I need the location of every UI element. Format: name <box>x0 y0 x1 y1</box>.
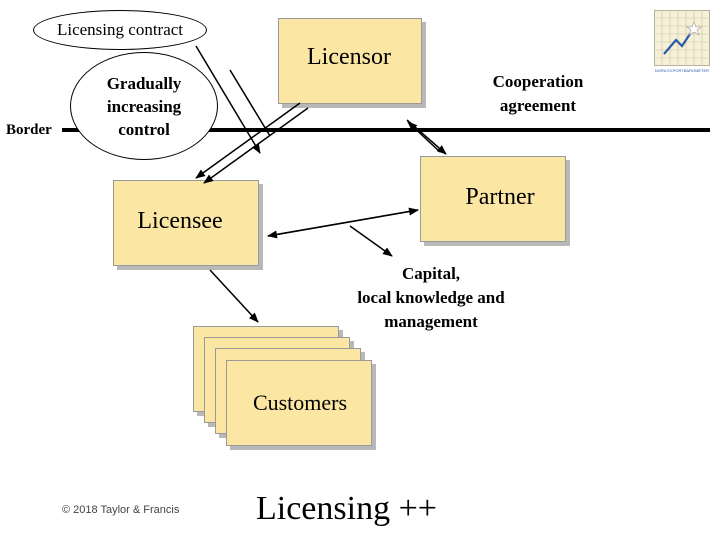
arrow-partner-to-capital <box>349 225 393 257</box>
capital-line1: Capital, <box>401 264 461 283</box>
licensee-box <box>113 180 259 266</box>
logo-barometer-icon: NORA EXPORTBAROMETER <box>654 10 710 73</box>
capital-line2: local knowledge and <box>357 288 505 307</box>
licensor-box <box>278 18 422 104</box>
arrow-contract-to-licensee <box>195 45 261 154</box>
arrow-cooperation-to-partner <box>406 119 447 155</box>
cooperation-agreement-label: Cooperation agreement <box>470 70 606 118</box>
arrow-licensor-down <box>229 69 271 137</box>
gradually-line1: Gradually <box>106 73 182 93</box>
cooperation-line2: agreement <box>499 96 577 115</box>
customers-box <box>226 360 372 446</box>
logo-caption: NORA EXPORTBAROMETER <box>655 68 709 73</box>
gradually-increasing-control-label: Gradually increasing control <box>107 72 182 141</box>
partner-label: Partner <box>465 184 535 210</box>
licensing-contract-label: Licensing contract <box>56 20 184 39</box>
licensing-contract-ellipse: Licensing contract <box>33 10 207 50</box>
gradually-line3: control <box>118 119 170 139</box>
gradually-increasing-control-ellipse: Gradually increasing control <box>70 52 218 160</box>
customers-label: Customers <box>252 390 348 415</box>
arrow-licensor-to-licensee-2 <box>203 107 309 184</box>
arrow-cooperation-to-licensor <box>407 121 441 153</box>
partner-box <box>420 156 566 242</box>
capital-line3: management <box>384 312 478 331</box>
licensee-label: Licensee <box>137 208 223 234</box>
cooperation-line1: Cooperation <box>492 72 584 91</box>
arrow-licensee-to-customers <box>209 269 259 323</box>
arrow-licensor-to-licensee-1 <box>195 102 301 179</box>
arrow-licensee-partner-b <box>267 207 419 237</box>
slide-title: Licensing ++ <box>256 490 437 527</box>
gradually-line2: increasing <box>106 96 182 116</box>
capital-label: Capital, local knowledge and management <box>336 262 526 334</box>
copyright-text: © 2018 Taylor & Francis <box>62 504 180 516</box>
licensor-label: Licensor <box>307 44 391 70</box>
border-label: Border <box>6 122 52 138</box>
